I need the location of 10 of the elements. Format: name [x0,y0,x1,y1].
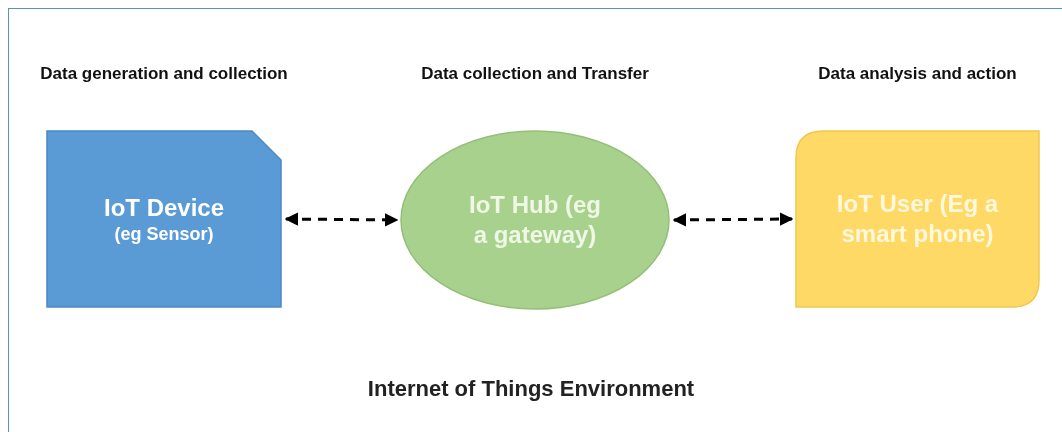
node-label: IoT Device [103,192,224,223]
heading: Data generation and collection [39,63,289,85]
heading: Data collection and Transfer [420,63,650,85]
node-label: (eg Sensor) [114,222,214,246]
diagram-title: Internet of Things Environment [366,376,696,402]
double-arrow [672,212,794,227]
heading: Data analysis and action [817,63,1018,85]
node-label: IoT User (Eg a smart phone) [835,189,1000,249]
node-label: IoT Hub (eg a gateway) [468,190,602,250]
double-arrow [284,212,399,227]
